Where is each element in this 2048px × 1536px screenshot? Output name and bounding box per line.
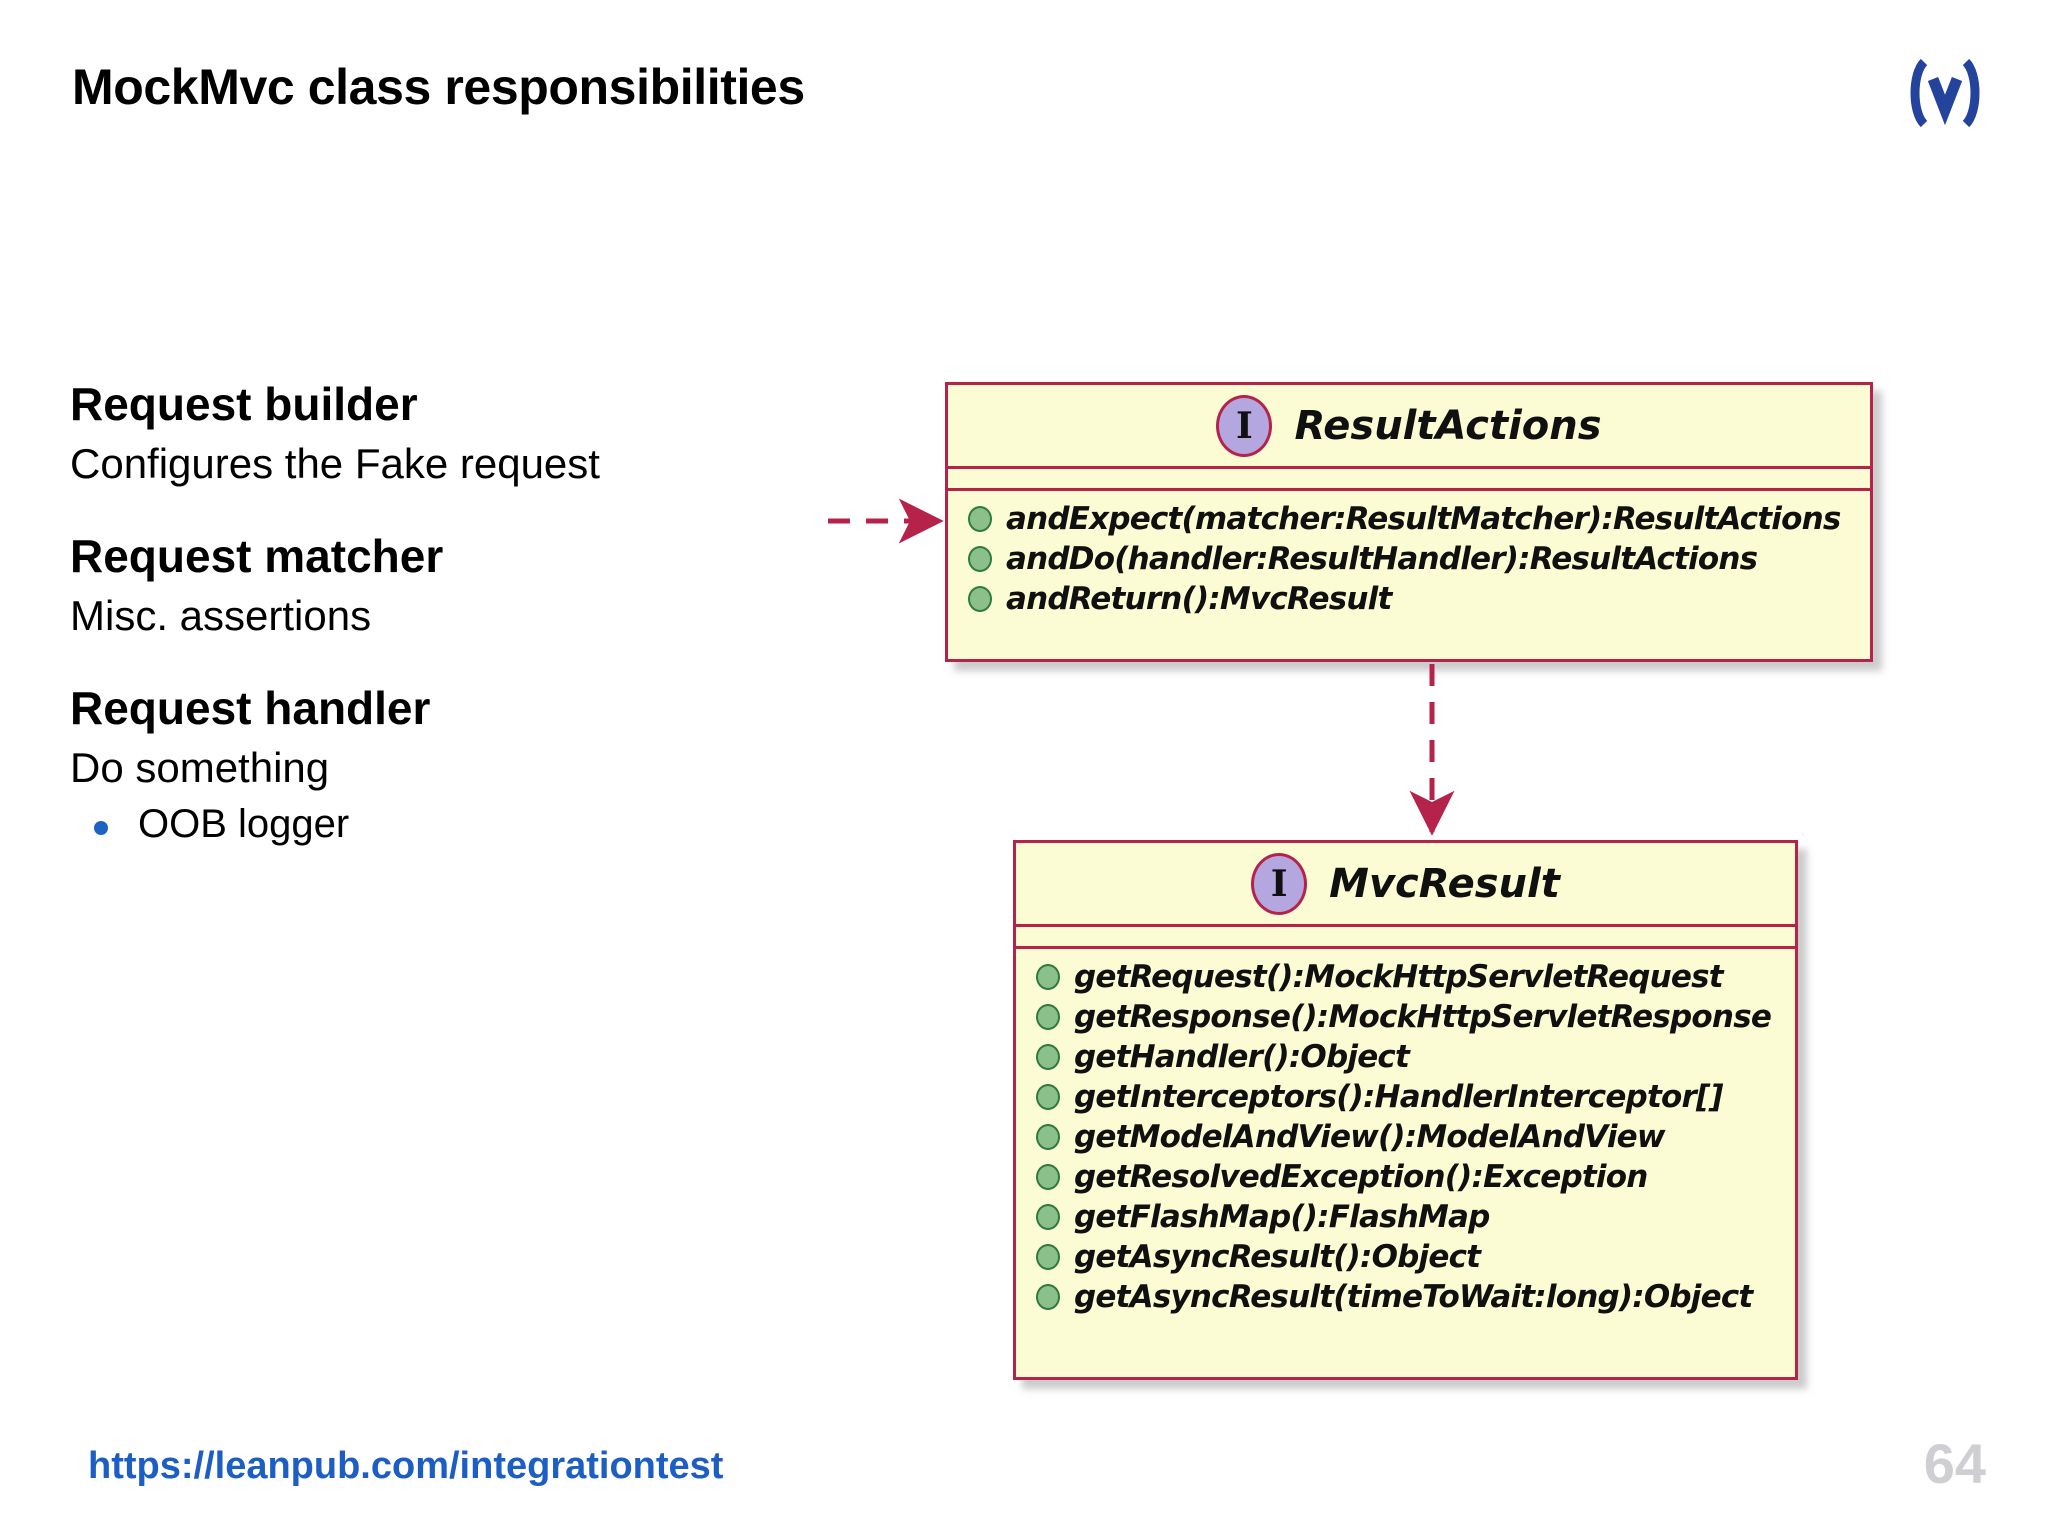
uml-method-row[interactable]: getFlashMap():FlashMap: [1016, 1197, 1795, 1237]
uml-method-label: andDo(handler:ResultHandler):ResultActio…: [1006, 541, 1758, 577]
sub-bullet-list: OOB logger: [70, 802, 860, 846]
uml-class-header: I MvcResult: [1016, 843, 1795, 927]
uml-method-label: getModelAndView():ModelAndView: [1074, 1119, 1666, 1155]
list-item: OOB logger: [88, 802, 860, 846]
section-detail-request-matcher: Misc. assertions: [70, 591, 372, 639]
uml-method-label: andReturn():MvcResult: [1006, 581, 1392, 617]
public-member-icon: [1036, 1244, 1060, 1270]
interface-icon: I: [1251, 852, 1308, 915]
uml-class-name: ResultActions: [1294, 402, 1602, 449]
uml-method-row[interactable]: getAsyncResult():Object: [1016, 1237, 1795, 1277]
uml-method-label: getInterceptors():HandlerInterceptor[]: [1074, 1079, 1723, 1115]
paren-v-logo-icon: [1910, 58, 1980, 128]
uml-class-header: I ResultActions: [948, 385, 1870, 469]
section-heading-request-handler: Request handler: [70, 682, 431, 735]
uml-method-row[interactable]: getAsyncResult(timeToWait:long):Object: [1016, 1277, 1795, 1317]
uml-class-name: MvcResult: [1329, 860, 1560, 907]
sub-bullet-label: OOB logger: [138, 802, 350, 847]
responsibilities-list: Request builder Configures the Fake requ…: [70, 380, 860, 847]
uml-method-label: getHandler():Object: [1074, 1039, 1410, 1075]
public-member-icon: [968, 586, 992, 612]
uml-class-resultactions[interactable]: I ResultActions andExpect(matcher:Result…: [945, 382, 1873, 662]
section-request-builder: Request builder Configures the Fake requ…: [70, 380, 860, 486]
public-member-icon: [1036, 1284, 1060, 1310]
uml-attributes-compartment: [1016, 927, 1795, 949]
section-request-matcher: Request matcher Misc. assertions: [70, 532, 860, 638]
uml-method-row[interactable]: andExpect(matcher:ResultMatcher):ResultA…: [948, 499, 1870, 539]
public-member-icon: [1036, 964, 1060, 990]
uml-method-label: getAsyncResult(timeToWait:long):Object: [1074, 1279, 1753, 1315]
uml-method-label: andExpect(matcher:ResultMatcher):ResultA…: [1006, 501, 1841, 537]
section-detail-request-builder: Configures the Fake request: [70, 439, 600, 487]
uml-method-row[interactable]: getHandler():Object: [1016, 1037, 1795, 1077]
footer-link[interactable]: https://leanpub.com/integrationtest: [88, 1445, 724, 1487]
uml-method-row[interactable]: getResolvedException():Exception: [1016, 1157, 1795, 1197]
uml-class-mvcresult[interactable]: I MvcResult getRequest():MockHttpServlet…: [1013, 840, 1798, 1380]
interface-icon-letter: I: [1236, 404, 1253, 447]
uml-method-row[interactable]: getModelAndView():ModelAndView: [1016, 1117, 1795, 1157]
public-member-icon: [1036, 1124, 1060, 1150]
public-member-icon: [1036, 1164, 1060, 1190]
brand-logo: [1904, 52, 1986, 134]
uml-methods-compartment: getRequest():MockHttpServletRequest getR…: [1016, 949, 1795, 1327]
section-detail-request-handler: Do something: [70, 743, 330, 791]
uml-method-row[interactable]: getRequest():MockHttpServletRequest: [1016, 957, 1795, 997]
interface-icon-letter: I: [1270, 862, 1288, 905]
section-heading-request-builder: Request builder: [70, 378, 418, 430]
uml-method-row[interactable]: andDo(handler:ResultHandler):ResultActio…: [948, 539, 1870, 579]
public-member-icon: [1036, 1204, 1060, 1230]
uml-method-label: getResponse():MockHttpServletResponse: [1074, 999, 1772, 1035]
uml-method-row[interactable]: andReturn():MvcResult: [948, 579, 1870, 619]
page-title: MockMvc class responsibilities: [72, 59, 805, 115]
uml-method-label: getFlashMap():FlashMap: [1074, 1199, 1490, 1235]
bullet-dot-icon: [94, 821, 108, 836]
uml-method-label: getRequest():MockHttpServletRequest: [1074, 959, 1724, 995]
public-member-icon: [968, 546, 992, 572]
section-request-handler: Request handler Do something OOB logger: [70, 684, 860, 846]
interface-icon: I: [1216, 394, 1273, 457]
uml-method-row[interactable]: getResponse():MockHttpServletResponse: [1016, 997, 1795, 1037]
public-member-icon: [1036, 1004, 1060, 1030]
uml-method-label: getAsyncResult():Object: [1074, 1239, 1481, 1275]
public-member-icon: [968, 506, 992, 532]
uml-attributes-compartment: [948, 469, 1870, 491]
public-member-icon: [1036, 1084, 1060, 1110]
uml-method-row[interactable]: getInterceptors():HandlerInterceptor[]: [1016, 1077, 1795, 1117]
uml-methods-compartment: andExpect(matcher:ResultMatcher):ResultA…: [948, 491, 1870, 629]
public-member-icon: [1036, 1044, 1060, 1070]
page-number: 64: [1923, 1432, 1986, 1495]
uml-method-label: getResolvedException():Exception: [1074, 1159, 1648, 1195]
section-heading-request-matcher: Request matcher: [70, 530, 444, 583]
